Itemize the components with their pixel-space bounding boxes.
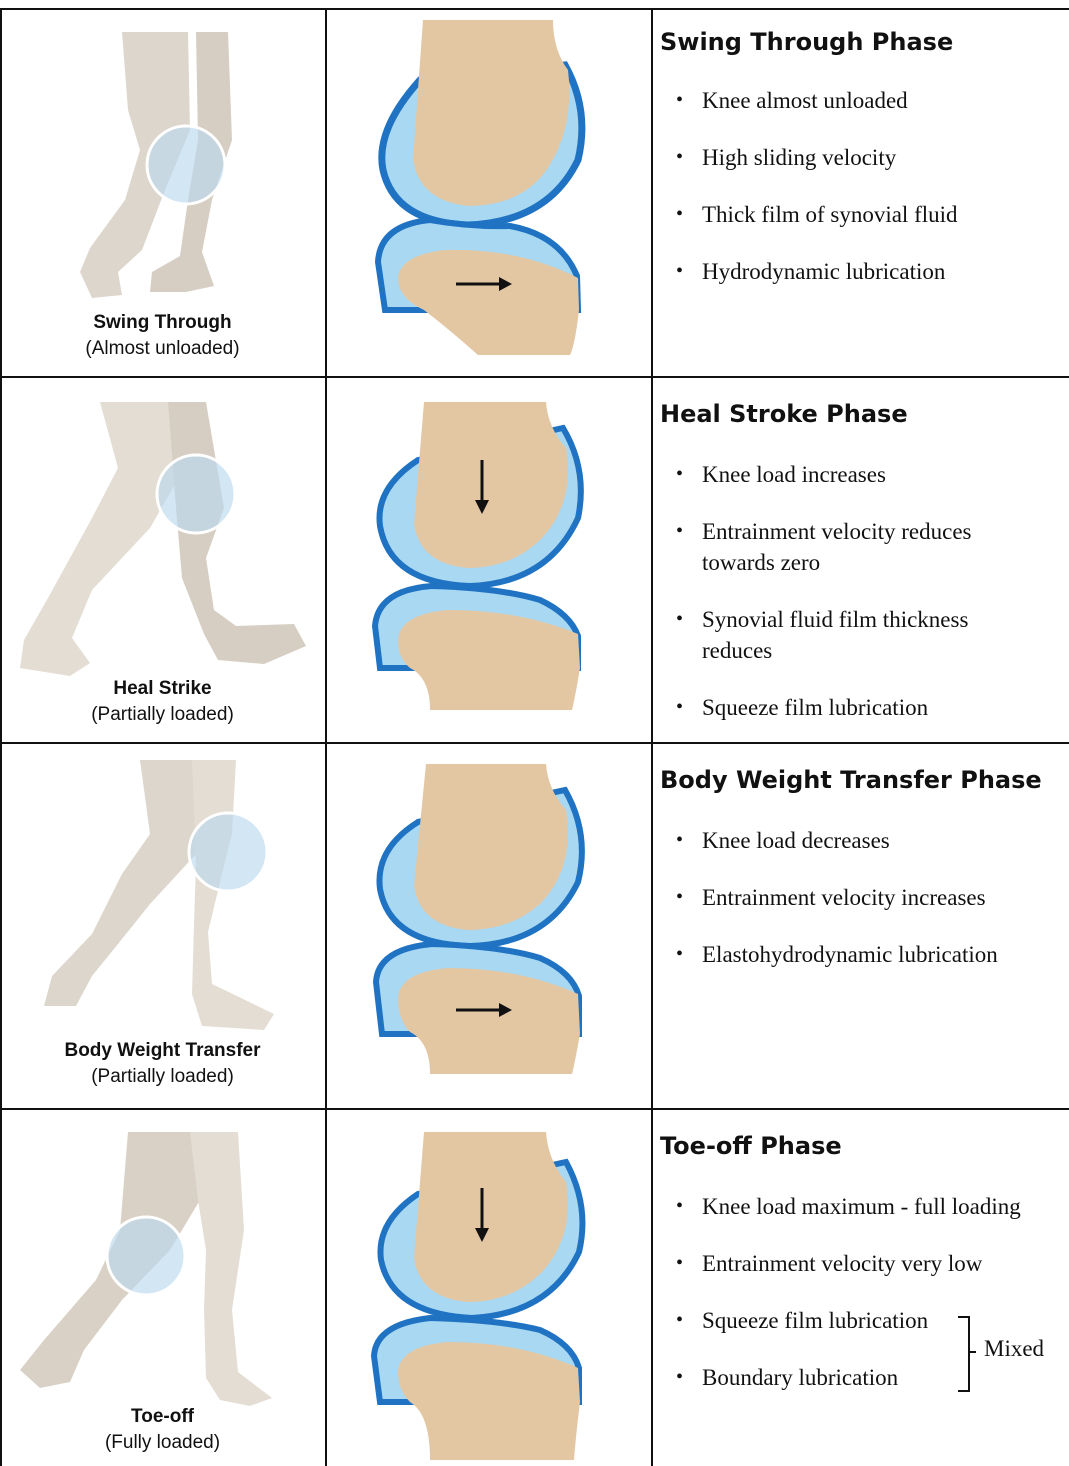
tibia-bone: [398, 610, 580, 710]
phase-title: Body Weight Transfer Phase: [660, 766, 1042, 794]
mixed-bracket: [958, 1316, 970, 1392]
bullet-item: Thick film of synovial fluid: [676, 199, 1069, 230]
mixed-label: Mixed: [984, 1336, 1044, 1362]
bullet-item: Knee load maximum - full loading: [676, 1191, 1069, 1222]
tibia-bone: [398, 1342, 580, 1460]
bullet-list: Knee load increases Entrainment velocity…: [676, 459, 1069, 723]
bullet-item: Knee load decreases: [676, 825, 1069, 856]
bullet-item: Knee load increases: [676, 459, 1069, 490]
bullet-item: Entrainment velocity very low: [676, 1248, 1069, 1279]
bullet-list: Knee load maximum - full loading Entrain…: [676, 1191, 1069, 1393]
joint-heal-strike-illustration: [0, 378, 651, 742]
joint-toe-off-illustration: [0, 1110, 651, 1466]
bullet-item: Squeeze film lubrication: [676, 1305, 962, 1336]
bullet-list: Knee load decreases Entrainment velocity…: [676, 825, 1069, 970]
row-body-weight-transfer: Body Weight Transfer (Partially loaded) …: [0, 744, 1069, 1108]
phase-title: Heal Stroke Phase: [660, 400, 908, 428]
joint-body-weight-transfer-illustration: [0, 744, 651, 1108]
bullet-list: Knee almost unloaded High sliding veloci…: [676, 85, 1069, 287]
bullet-item: Elastohydrodynamic lubrication: [676, 939, 1069, 970]
joint-swing-through-illustration: [0, 10, 651, 376]
bullet-item: Boundary lubrication: [676, 1362, 962, 1393]
mixed-bracket-tick: [968, 1351, 976, 1353]
bullet-item: High sliding velocity: [676, 142, 1069, 173]
bullet-item: Synovial fluid film thickness reduces: [676, 604, 1032, 666]
phase-title: Toe-off Phase: [660, 1132, 842, 1160]
row-heal-strike: Heal Strike (Partially loaded) Heal Stro…: [0, 378, 1069, 742]
bullet-item: Squeeze film lubrication: [676, 692, 1069, 723]
bullet-item: Knee almost unloaded: [676, 85, 1069, 116]
row-swing-through: Swing Through (Almost unloaded) Swing Th…: [0, 10, 1069, 376]
row-toe-off: Toe-off (Fully loaded) Toe-off Phase Kne…: [0, 1110, 1069, 1466]
bullet-item: Entrainment velocity reduces towards zer…: [676, 516, 1032, 578]
bullet-item: Hydrodynamic lubrication: [676, 256, 1069, 287]
bullet-item: Entrainment velocity increases: [676, 882, 1069, 913]
phase-title: Swing Through Phase: [660, 28, 953, 56]
